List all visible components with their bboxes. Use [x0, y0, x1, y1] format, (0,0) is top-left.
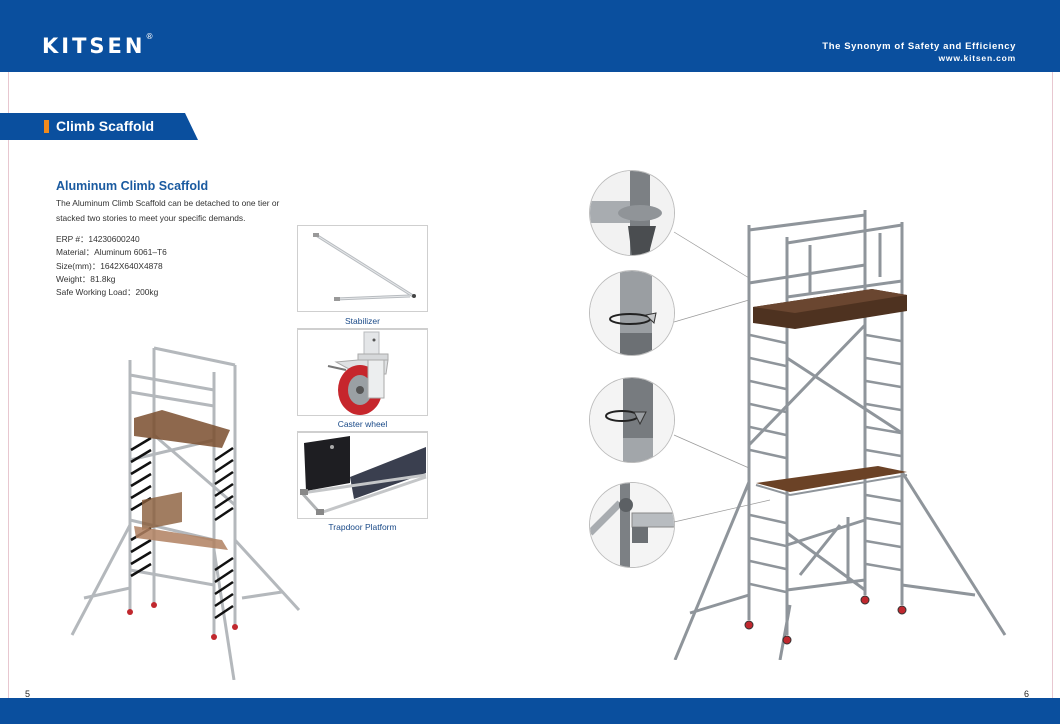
page-number-left: 5 — [25, 689, 31, 699]
page-margin-line-left — [8, 72, 9, 698]
detail-view-pin-lock — [589, 377, 675, 463]
detail-view-spring-pin — [589, 270, 675, 356]
spec-erp: ERP #：14230600240 — [56, 234, 140, 244]
scaffold-large-icon — [673, 210, 1007, 660]
spec-size: Size(mm)：1642X640X4878 — [56, 260, 163, 271]
caption-rule — [297, 328, 428, 329]
section-accent-bar — [44, 120, 49, 133]
registered-mark: ® — [145, 32, 154, 41]
product-title: Aluminum Climb Scaffold — [56, 179, 209, 193]
accessory-caption-caster-wheel: Caster wheel — [337, 419, 388, 429]
trapdoor-platform-icon — [300, 436, 427, 515]
website-link[interactable]: www.kitsen.com — [938, 53, 1016, 63]
stabilizer-icon — [313, 233, 416, 301]
spec-weight: Weight：81.8kg — [56, 273, 116, 284]
scaffold-illustration-large — [660, 195, 1015, 660]
section-title: Climb Scaffold — [56, 118, 155, 134]
spec-load: Safe Working Load：200kg — [56, 287, 159, 298]
page-margin-line-right — [1052, 72, 1053, 698]
product-description: The Aluminum Climb Scaffold can be detac… — [56, 198, 280, 223]
accessory-caption-trapdoor-platform: Trapdoor Platform — [328, 522, 397, 532]
brand-name: KITSEN — [42, 34, 146, 58]
header-band: KITSEN® The Synonym of Safety and Effici… — [0, 0, 1060, 72]
section-banner: Climb Scaffold — [0, 113, 198, 140]
caster-wheel-icon — [327, 331, 389, 415]
caption-rule — [297, 431, 428, 432]
accessory-caption-stabilizer: Stabilizer — [345, 316, 380, 326]
coupler-clamp-icon — [590, 171, 674, 255]
trapdoor-platform-image-box — [297, 432, 428, 519]
tagline-block: The Synonym of Safety and Efficiency www… — [822, 41, 1016, 63]
pin-lock-icon — [590, 378, 674, 462]
brand-logo: KITSEN® — [42, 32, 154, 58]
scaffold-small-icon — [70, 346, 301, 680]
scaffold-illustration-small — [62, 340, 307, 680]
page-number-right: 6 — [1024, 689, 1030, 699]
spec-material: Material：Aluminum 6061–T6 — [56, 247, 167, 258]
detail-view-coupler — [589, 170, 675, 256]
stabilizer-image-box — [297, 225, 428, 312]
footer-band — [0, 698, 1060, 724]
spec-list: ERP #：14230600240 Material：Aluminum 6061… — [56, 233, 167, 299]
caster-wheel-image-box — [297, 329, 428, 416]
tagline: The Synonym of Safety and Efficiency — [822, 41, 1016, 52]
spring-pin-lock-icon — [590, 271, 674, 355]
detail-view-platform-hook — [589, 482, 675, 568]
platform-hook-icon — [590, 483, 674, 567]
